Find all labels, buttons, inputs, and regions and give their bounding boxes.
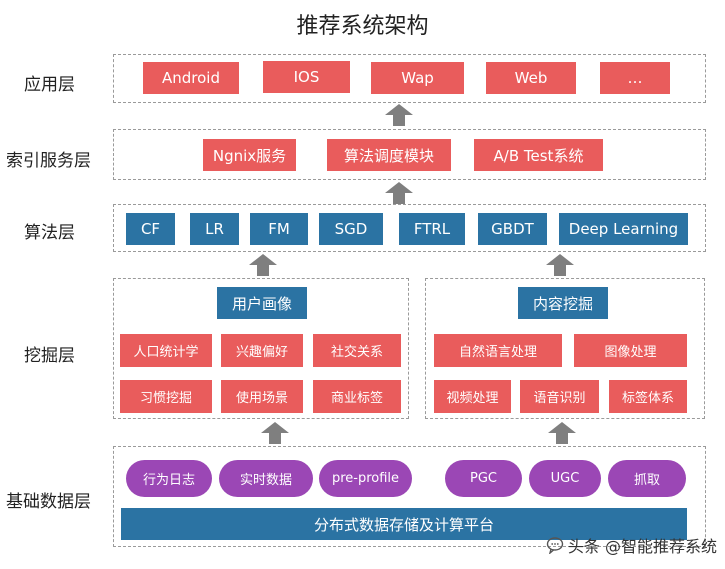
app-item-more: … [600,62,670,94]
page-title: 推荐系统架构 [296,14,429,39]
index-item-nginx: Ngnix服务 [203,139,296,171]
algo-item-ftrl: FTRL [399,213,465,245]
up-arrow-icon [385,182,413,204]
index-item-scheduler: 算法调度模块 [327,139,451,171]
layer-label-index: 索引服务层 [6,151,91,171]
up-arrow-icon [546,254,574,276]
index-layer-frame [113,129,706,180]
app-layer-frame [113,54,706,103]
user-profile-frame [113,278,409,419]
user-profile-header: 用户画像 [217,287,307,319]
watermark: 头条 @智能推荐系统 [546,533,717,557]
algo-item-cf: CF [126,213,175,245]
watermark-text: 头条 @智能推荐系统 [567,537,717,556]
up-arrow-icon [249,254,277,276]
user-profile-item: 使用场景 [221,380,303,413]
content-mining-item: 自然语言处理 [434,334,562,367]
algo-item-lr: LR [190,213,239,245]
content-mining-item: 语音识别 [520,380,599,413]
layer-label-data: 基础数据层 [6,492,91,512]
data-source-pill: pre-profile [319,460,412,497]
app-item-android: Android [143,62,239,94]
user-profile-item: 兴趣偏好 [221,334,303,367]
app-item-web: Web [486,62,576,94]
data-source-pill: PGC [445,460,522,497]
up-arrow-icon [385,104,413,126]
algo-item-deep-learning: Deep Learning [559,213,688,245]
user-profile-item: 社交关系 [313,334,401,367]
algo-item-fm: FM [250,213,308,245]
data-layer-frame [113,446,706,547]
platform-bar: 分布式数据存储及计算平台 [121,508,687,540]
data-source-pill: 实时数据 [219,460,313,497]
user-profile-item: 商业标签 [313,380,401,413]
data-source-pill: 行为日志 [126,460,212,497]
content-mining-header: 内容挖掘 [518,287,608,319]
algo-item-sgd: SGD [319,213,383,245]
app-item-ios: IOS [263,61,350,93]
up-arrow-icon [261,422,289,444]
data-source-pill: 抓取 [608,460,686,497]
content-mining-item: 标签体系 [609,380,687,413]
index-item-abtest: A/B Test系统 [474,139,603,171]
app-item-wap: Wap [371,62,464,94]
layer-label-algo: 算法层 [24,223,75,243]
user-profile-item: 习惯挖掘 [120,380,212,413]
data-source-pill: UGC [529,460,601,497]
layer-label-mining: 挖掘层 [24,346,75,366]
up-arrow-icon [548,422,576,444]
chat-bubble-icon [546,537,564,554]
content-mining-item: 视频处理 [434,380,511,413]
algo-layer-frame [113,204,706,252]
algo-item-gbdt: GBDT [478,213,547,245]
content-mining-frame [425,278,705,419]
layer-label-app: 应用层 [24,75,75,95]
content-mining-item: 图像处理 [574,334,687,367]
user-profile-item: 人口统计学 [120,334,212,367]
